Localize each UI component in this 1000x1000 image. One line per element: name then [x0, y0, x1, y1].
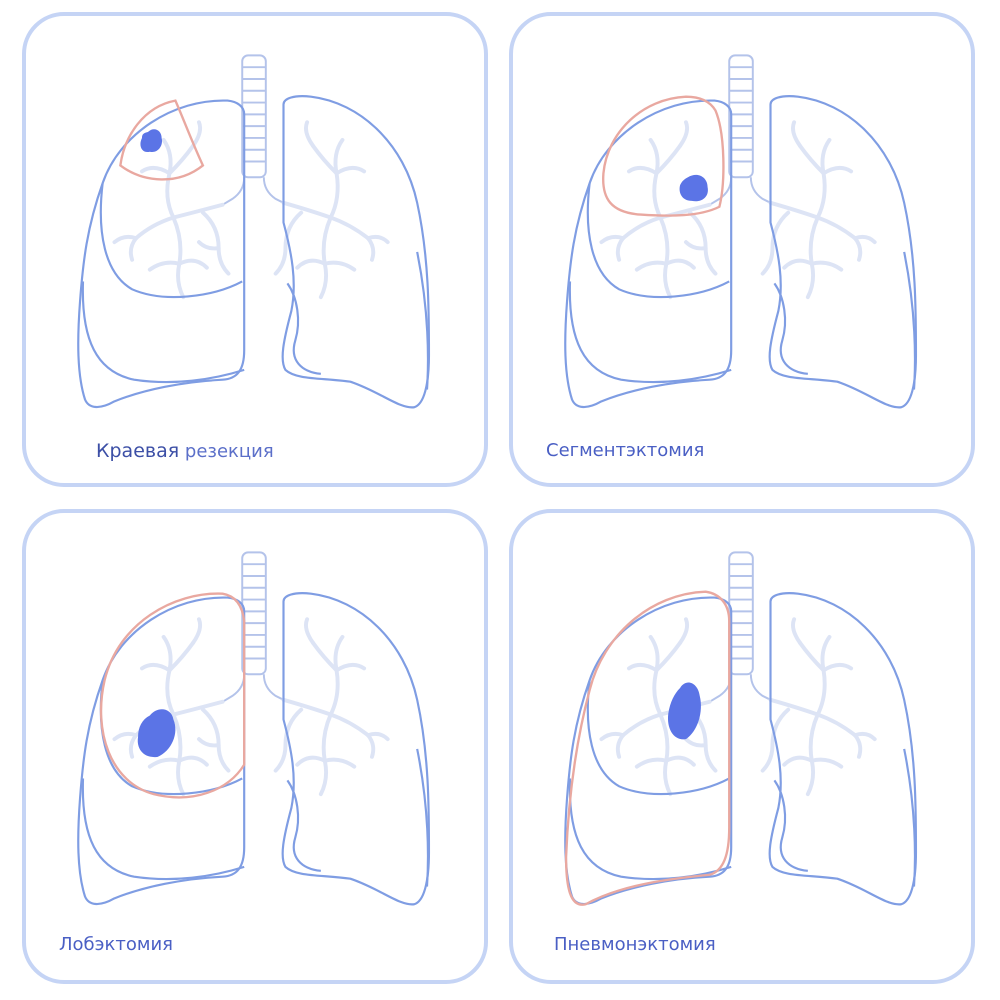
tumor-icon — [679, 174, 708, 202]
tumor-icon — [667, 682, 701, 740]
lung-diagram — [76, 550, 431, 907]
tumor-icon — [140, 129, 163, 153]
lung-diagram — [563, 53, 918, 410]
caption-part-2: резекция — [184, 441, 274, 462]
panel-wedge-resection: Краевая резекция — [22, 12, 488, 487]
caption: Краевая резекция — [96, 440, 274, 462]
caption-part-1: Краевая — [96, 440, 180, 462]
panel-pneumonectomy: Пневмонэктомия — [509, 509, 975, 984]
caption: Пневмонэктомия — [554, 934, 716, 955]
lung-diagram — [76, 53, 431, 410]
resection-area-wedge — [119, 99, 205, 181]
panel-segmentectomy: Сегментэктомия — [509, 12, 975, 487]
lung-diagram — [563, 550, 918, 907]
resection-area-segment — [602, 95, 725, 217]
tumor-icon — [137, 709, 176, 758]
resection-area-lobe — [99, 592, 246, 799]
resection-area-lung — [564, 590, 731, 906]
panel-lobectomy: Лобэктомия — [22, 509, 488, 984]
caption: Лобэктомия — [59, 934, 174, 955]
caption: Сегментэктомия — [546, 440, 705, 461]
